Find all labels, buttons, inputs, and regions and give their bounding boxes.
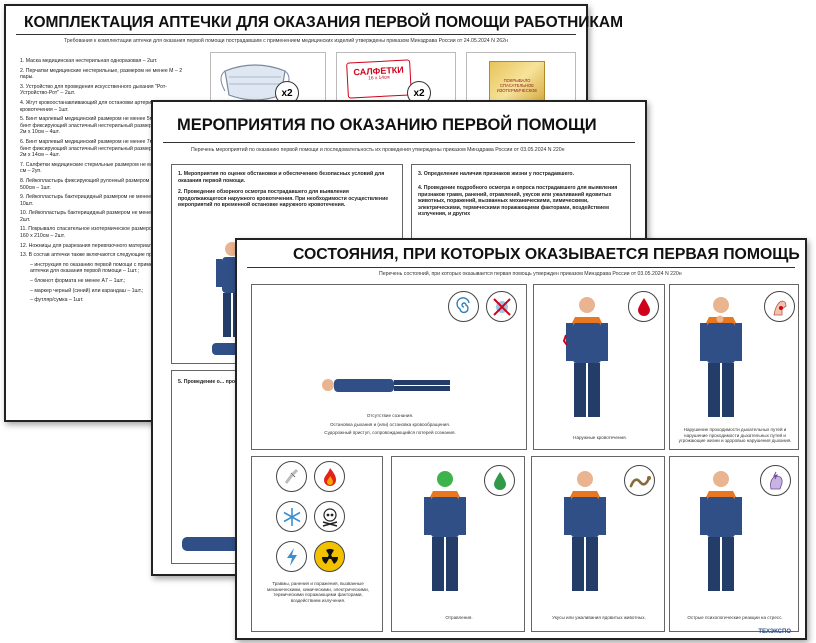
blanket-label: ПОКРЫВАЛО СПАСАТЕЛЬНОЕ ИЗОТЕРМИЧЕСКОЕ xyxy=(496,78,538,93)
step-1-text: 1. Мероприятия по оценке обстановки и об… xyxy=(178,171,385,184)
poison-drop-icon xyxy=(484,465,515,496)
kit-item: 10. Лейкопластырь бактерицидный размером… xyxy=(20,210,181,223)
condition-unconscious-cell: Отсутствие сознания. Остановка дыхания и… xyxy=(251,284,527,450)
lightning-icon xyxy=(276,541,307,572)
caption-line: Отсутствие сознания. xyxy=(366,413,414,418)
poster-1-title-rule xyxy=(16,34,576,35)
step-5-text: 5. Проведение о... проходимости дыха... xyxy=(178,379,283,385)
kit-item: 6. Бинт марлевый медицинский размером не… xyxy=(20,138,182,159)
step-2-text: 2. Проведение обзорного осмотра пострада… xyxy=(178,189,389,209)
poster-1-title: КОМПЛЕКТАЦИЯ АПТЕЧКИ ДЛЯ ОКАЗАНИЯ ПЕРВОЙ… xyxy=(24,14,623,31)
snake-icon xyxy=(624,465,655,496)
kit-subitem: – футляр/сумка – 1шт. xyxy=(30,297,84,304)
kit-subitem: – маркер черный (синий) или карандаш – 1… xyxy=(30,287,144,294)
skull-icon xyxy=(314,501,345,532)
caption-line: Судорожный приступ, сопровождающийся пот… xyxy=(324,430,456,436)
condition-bites-caption: Укусы или ужаливания ядовитых животных. xyxy=(552,615,646,620)
kit-item: 4. Жгут кровоостанавливающий для останов… xyxy=(20,99,171,113)
condition-bleeding-caption: Наружные кровотечения. xyxy=(573,435,627,440)
condition-airway-cell: Нарушение проходимости дыхательных путей… xyxy=(669,284,799,450)
blanket-tile: ПОКРЫВАЛО СПАСАТЕЛЬНОЕ ИЗОТЕРМИЧЕСКОЕ xyxy=(466,52,576,108)
napkins-icon: САЛФЕТКИ 16 x 14см xyxy=(346,59,412,99)
no-breath-icon xyxy=(486,291,517,322)
kit-items-list: 1. Маска медицинская нестерильная однора… xyxy=(20,58,188,304)
head-stress-icon xyxy=(760,465,791,496)
spiral-icon xyxy=(448,291,479,322)
kit-item: 12. Ножницы для разрезания перевязочного… xyxy=(20,242,171,249)
kit-item: 2. Перчатки медицинские нестерильные, ра… xyxy=(20,67,183,81)
snowflake-icon xyxy=(276,501,307,532)
radiation-icon xyxy=(314,541,345,572)
kit-item: 3. Устройство для проведения искусственн… xyxy=(20,83,167,97)
kit-item: 7. Салфетки медицинские стерильные разме… xyxy=(20,161,181,175)
condition-poisoning-cell: Отравления. xyxy=(391,456,525,632)
condition-stress-caption: Острые психологические реакции на стресс… xyxy=(687,615,783,620)
step-4-text: 4. Проведение подробного осмотра и опрос… xyxy=(418,185,618,218)
worker-figure xyxy=(700,471,742,591)
condition-poisoning-caption: Отравления. xyxy=(445,615,473,620)
kit-subitem: – блокнот формата не менее A7 – 1шт.; xyxy=(30,278,126,285)
poster-2-title: МЕРОПРИЯТИЯ ПО ОКАЗАНИЮ ПЕРВОЙ ПОМОЩИ xyxy=(177,116,597,134)
kit-subitem: – инструкция по оказанию первой помощи с… xyxy=(30,261,171,275)
step-3-text: 3. Определение наличия признаков жизни у… xyxy=(418,171,575,177)
condition-airway-caption: Нарушение проходимости дыхательных путей… xyxy=(678,427,792,444)
poster-2-title-rule xyxy=(163,142,635,143)
kit-item: 5. Бинт марлевый медицинский размером не… xyxy=(20,116,182,136)
poster-3-title: СОСТОЯНИЯ, ПРИ КОТОРЫХ ОКАЗЫВАЕТСЯ ПЕРВА… xyxy=(293,246,800,263)
worker-figure xyxy=(424,471,466,591)
kit-item: 13. В состав аптечки также включаются сл… xyxy=(20,252,172,259)
kit-item: 9. Лейкопластырь бактерицидный размером … xyxy=(20,194,183,207)
poster-1-subtitle: Требования к комплектации аптечки для ок… xyxy=(64,38,508,44)
poster-3-subtitle: Перечень состояний, при которых оказывае… xyxy=(379,271,682,277)
napkins-tile: САЛФЕТКИ 16 x 14см x2 xyxy=(336,52,456,108)
throat-icon xyxy=(764,291,795,322)
caption-line: Остановка дыхания и (или) остановка кров… xyxy=(329,421,451,427)
condition-unconscious-caption: Отсутствие сознания. Остановка дыхания и… xyxy=(262,413,518,436)
condition-bites-cell: Укусы или ужаливания ядовитых животных. xyxy=(531,456,665,632)
worker-figure xyxy=(564,471,606,591)
poster-2-subtitle: Перечень мероприятий по оказанию первой … xyxy=(191,147,565,153)
worker-figure xyxy=(562,297,608,417)
poster-conditions: СОСТОЯНИЯ, ПРИ КОТОРЫХ ОКАЗЫВАЕТСЯ ПЕРВА… xyxy=(235,238,807,640)
lying-victim-figure xyxy=(182,537,242,551)
fire-icon xyxy=(314,461,345,492)
worker-figure xyxy=(700,297,742,417)
poster-3-title-rule xyxy=(247,267,795,268)
kit-item: 1. Маска медицинская нестерильная однора… xyxy=(20,58,158,64)
bone-icon xyxy=(276,461,307,492)
condition-stress-cell: Острые психологические реакции на стресс… xyxy=(669,456,799,632)
lying-person-figure xyxy=(322,379,450,392)
kit-item: 11. Покрывало спасательное изотермическо… xyxy=(20,226,180,240)
condition-injuries-cell: Травмы, ранения и поражения, вызванные м… xyxy=(251,456,383,632)
condition-bleeding-cell: Наружные кровотечения. xyxy=(533,284,665,450)
brand-logo: ТЕХЭКСПО xyxy=(758,629,791,635)
kit-item: 8. Лейкопластырь фиксирующий рулонный ра… xyxy=(20,177,182,191)
condition-injuries-caption: Травмы, ранения и поражения, вызванные м… xyxy=(267,581,369,603)
blood-drop-icon xyxy=(628,291,659,322)
